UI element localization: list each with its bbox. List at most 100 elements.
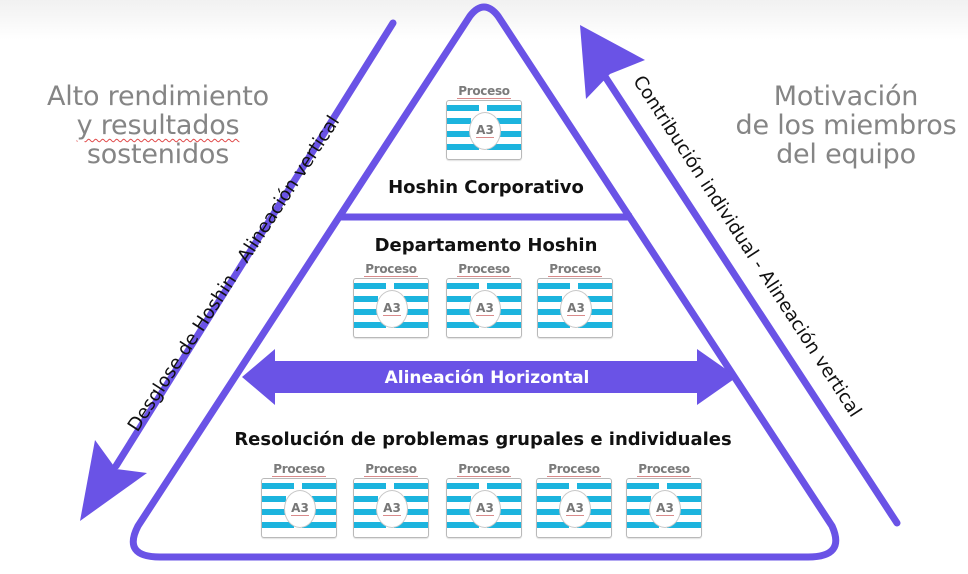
document-line — [577, 522, 611, 528]
process-card-caption: Proceso — [351, 462, 431, 477]
left-note-line-2-text: y resultados — [76, 110, 240, 141]
document-line — [312, 509, 336, 515]
document-line — [447, 522, 479, 528]
document-line — [404, 309, 428, 315]
a3-document-icon: A3 — [353, 278, 429, 338]
a3-badge-text: A3 — [476, 123, 494, 138]
document-line — [587, 509, 611, 515]
process-card-caption-text: Proceso — [364, 462, 418, 477]
right-arrow-head — [580, 25, 645, 99]
document-line — [404, 496, 428, 502]
process-card-caption: Proceso — [444, 462, 524, 477]
document-line — [262, 509, 286, 515]
a3-document-icon: A3 — [353, 478, 429, 538]
left-arrow — [80, 19, 397, 521]
document-line — [404, 509, 428, 515]
document-line — [677, 509, 701, 515]
document-line — [354, 322, 386, 328]
right-note-line-3: del equipo — [776, 139, 916, 170]
document-line — [447, 105, 479, 111]
process-card-caption-text: Proceso — [637, 462, 691, 477]
process-card-caption: Proceso — [444, 262, 524, 277]
a3-badge: A3 — [559, 490, 591, 528]
document-line — [302, 483, 336, 489]
document-line — [627, 522, 659, 528]
document-line — [587, 496, 611, 502]
document-line — [354, 496, 378, 502]
process-card-caption: Proceso — [534, 462, 614, 477]
document-line — [497, 118, 521, 124]
document-line — [262, 522, 294, 528]
document-line — [497, 509, 521, 515]
document-line — [487, 483, 521, 489]
a3-badge: A3 — [469, 290, 501, 328]
document-line — [578, 283, 612, 289]
process-card-caption-text: Proceso — [272, 462, 326, 477]
process-card-caption-text: Proceso — [547, 462, 601, 477]
left-note: Alto rendimiento y resultados sostenidos — [20, 82, 296, 169]
a3-document-icon: A3 — [261, 478, 337, 538]
a3-badge-text: A3 — [383, 501, 401, 516]
document-line — [588, 296, 612, 302]
document-line — [447, 283, 479, 289]
document-line — [447, 296, 471, 302]
a3-document-icon: A3 — [537, 278, 613, 338]
document-line — [447, 309, 471, 315]
document-line — [394, 522, 428, 528]
a3-badge-text: A3 — [476, 501, 494, 516]
a3-document-icon: A3 — [536, 478, 612, 538]
right-note-line-2: de los miembros — [735, 110, 957, 141]
document-line — [447, 483, 479, 489]
document-line — [354, 309, 378, 315]
document-line — [487, 105, 521, 111]
a3-badge: A3 — [469, 112, 501, 150]
a3-badge: A3 — [376, 490, 408, 528]
pyramid-outline — [129, 3, 840, 561]
document-line — [354, 296, 378, 302]
a3-badge: A3 — [284, 490, 316, 528]
a3-document-icon: A3 — [446, 478, 522, 538]
process-card-caption-text: Proceso — [457, 462, 511, 477]
document-line — [394, 283, 428, 289]
process-card-caption-text: Proceso — [457, 262, 511, 277]
a3-badge: A3 — [560, 290, 592, 328]
process-card-caption: Proceso — [259, 462, 339, 477]
document-line — [487, 144, 521, 150]
document-line — [404, 296, 428, 302]
process-card-caption: Proceso — [444, 84, 524, 99]
left-note-line-2: y resultados — [20, 111, 296, 140]
process-card-caption: Proceso — [624, 462, 704, 477]
a3-badge: A3 — [649, 490, 681, 528]
left-note-line-1: Alto rendimiento — [47, 81, 269, 112]
document-line — [538, 296, 562, 302]
a3-badge: A3 — [469, 490, 501, 528]
process-card-caption-text: Proceso — [457, 84, 511, 99]
document-line — [394, 322, 428, 328]
process-card-caption: Proceso — [351, 262, 431, 277]
document-line — [487, 322, 521, 328]
right-arrow-shaft — [602, 74, 901, 527]
document-line — [447, 496, 471, 502]
a3-document-icon: A3 — [446, 100, 522, 160]
document-line — [627, 509, 651, 515]
right-note-line-1: Motivación — [773, 81, 919, 112]
document-line — [497, 131, 521, 137]
a3-badge-text: A3 — [476, 301, 494, 316]
document-line — [447, 144, 479, 150]
document-line — [538, 309, 562, 315]
document-line — [354, 283, 386, 289]
level-title-problem-solving: Resolución de problemas grupales e indiv… — [234, 429, 732, 450]
document-line — [667, 522, 701, 528]
document-line — [537, 496, 561, 502]
document-line — [537, 483, 569, 489]
document-line — [487, 522, 521, 528]
a3-badge-text: A3 — [567, 301, 585, 316]
a3-badge: A3 — [376, 290, 408, 328]
process-card-caption: Proceso — [535, 262, 615, 277]
left-note-line-3: sostenidos — [86, 139, 230, 170]
